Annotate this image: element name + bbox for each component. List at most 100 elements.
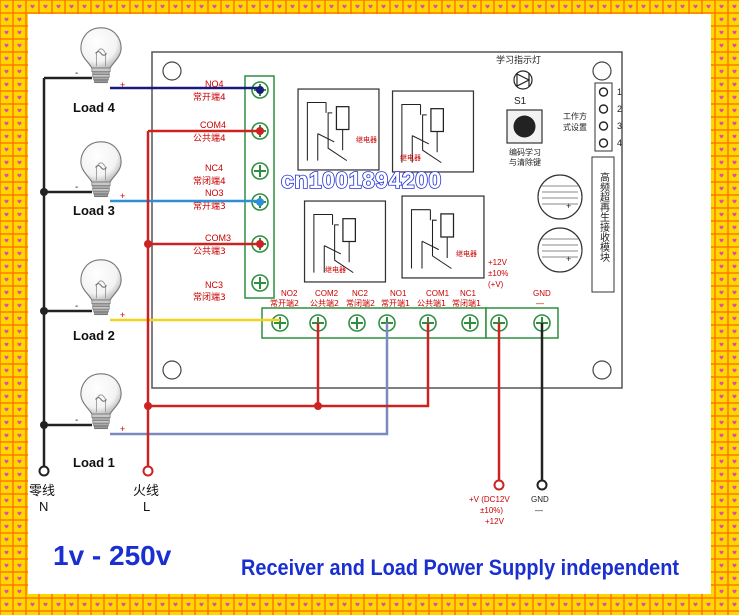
terminal-no2-code: NO2: [281, 289, 298, 298]
live-wire: [146, 129, 430, 466]
terminal-no4-name: 常开端4: [193, 91, 226, 103]
gnd-terminal-label: GND: [533, 289, 551, 298]
button-caption-1: 编码学习: [509, 147, 541, 157]
terminal-nc1-code: NC1: [460, 289, 477, 298]
terminal-nc1[interactable]: [461, 314, 479, 332]
bottom-terminal-labels: NO2 常开端2 COM2 公共端2 NC2 常闭端2 NO1 常开端1 COM…: [270, 258, 551, 308]
terminal-com4-code: COM4: [200, 120, 226, 130]
led-label: 学习指示灯: [496, 54, 541, 66]
bottom-terminal-block-relays: [261, 307, 487, 339]
mount-hole-tr: [592, 61, 612, 81]
power-terminal-line2: ±10%: [488, 269, 508, 278]
mount-hole-br: [592, 360, 612, 380]
supply-gnd-minus: —: [535, 506, 543, 515]
terminal-nc2-name: 常闭端2: [346, 298, 375, 308]
terminal-no4-code: NO4: [205, 79, 224, 89]
load2-minus: -: [75, 301, 78, 312]
relay-4: [297, 88, 380, 171]
load3-plus: +: [120, 191, 125, 201]
left-terminal-labels: NO4 常开端4 COM4 公共端4 NC4 常闭端4 NO3 常开端3 COM…: [193, 79, 231, 303]
neutral-junctions: [40, 188, 48, 429]
learn-button-icon[interactable]: [506, 109, 543, 144]
load1-minus: -: [75, 415, 78, 426]
svg-text:+: +: [566, 201, 571, 211]
terminal-nc2-code: NC2: [352, 289, 369, 298]
relay-3-label: 继电器: [400, 153, 421, 162]
terminal-nc3-name: 常闭端3: [193, 291, 226, 303]
supply-v-line3: +12V: [485, 517, 505, 526]
relay-1: [401, 195, 485, 279]
terminal-com3-name: 公共端3: [193, 245, 226, 257]
terminal-nc4-code: NC4: [205, 163, 223, 173]
terminal-com4-name: 公共端4: [193, 132, 226, 144]
button-caption-2: 与清除键: [509, 157, 541, 167]
load-2-label: Load 2: [73, 328, 115, 343]
terminal-com1-code: COM1: [426, 289, 450, 298]
load4-plus: +: [120, 80, 125, 90]
supply-plus-terminal[interactable]: [493, 479, 505, 491]
mount-hole-bl: [162, 360, 182, 380]
load1-plus: +: [120, 424, 125, 434]
relay-1-label: 继电器: [456, 249, 477, 258]
mount-hole-tl: [162, 61, 182, 81]
relay-4-label: 继电器: [356, 135, 377, 144]
supply-v-line1: +V (DC12V: [469, 495, 510, 504]
mode-pin-2: 2: [617, 104, 622, 114]
footer-note: Receiver and Load Power Supply independe…: [241, 555, 680, 580]
footer-panel: [28, 534, 711, 594]
terminal-no1-name: 常开端1: [381, 298, 410, 308]
terminal-nc2[interactable]: [348, 314, 366, 332]
live-terminal[interactable]: [142, 465, 154, 477]
wire-load1: [110, 323, 389, 436]
rf-module: [591, 156, 615, 293]
left-terminal-block: [244, 75, 275, 299]
live-cn-label: 火线: [133, 484, 159, 499]
terminal-no2-name: 常开端2: [270, 298, 299, 308]
voltage-range: 1v - 250v: [53, 540, 172, 571]
neutral-cn-label: 零线: [29, 484, 55, 499]
terminal-nc3-code: NC3: [205, 280, 223, 290]
rf-module-label: 高频超再生接收模块: [598, 171, 610, 263]
power-terminal-line1: +12V: [488, 258, 508, 267]
live-junctions: [144, 240, 322, 410]
neutral-wire: [42, 76, 92, 466]
load3-minus: -: [75, 182, 78, 193]
capacitor-top: +: [537, 174, 583, 220]
terminal-com2-code: COM2: [315, 289, 339, 298]
mode-pins: [598, 87, 609, 148]
live-letter: L: [143, 499, 150, 514]
svg-text:+: +: [566, 254, 571, 264]
terminal-com1-name: 公共端1: [417, 298, 446, 308]
terminal-no3-code: NO3: [205, 188, 224, 198]
led-icon: [513, 70, 533, 90]
neutral-terminal[interactable]: [38, 465, 50, 477]
load4-minus: -: [75, 68, 78, 79]
mode-label-2: 式设置: [563, 122, 587, 132]
capacitor-bottom: +: [537, 227, 583, 273]
mode-pin-header[interactable]: [594, 82, 613, 152]
power-terminal-line3: (+V): [488, 280, 504, 289]
button-id: S1: [514, 96, 527, 107]
terminal-com2-name: 公共端2: [310, 298, 339, 308]
mode-pin-3: 3: [617, 121, 622, 131]
mode-pin-1: 1: [617, 87, 622, 97]
supply-v-line2: ±10%): [480, 506, 503, 515]
neutral-letter: N: [39, 499, 48, 514]
watermark: cn1001894200: [281, 167, 442, 193]
terminal-nc1-name: 常闭端1: [452, 298, 481, 308]
supply-gnd-terminal[interactable]: [536, 479, 548, 491]
terminal-nc4[interactable]: [251, 162, 269, 180]
terminal-nc4-name: 常闭端4: [193, 175, 226, 187]
load-1-label: Load 1: [73, 455, 115, 470]
mode-pin-4: 4: [617, 138, 622, 148]
terminal-com3-code: COM3: [205, 233, 231, 243]
wire-terminal-dots: [256, 86, 264, 248]
terminal-nc3[interactable]: [251, 274, 269, 292]
terminal-no3-name: 常开端3: [193, 200, 226, 212]
bulb-polarity-marks: - + - + - + - +: [75, 68, 125, 434]
load2-plus: +: [120, 310, 125, 320]
terminal-no2[interactable]: [271, 314, 289, 332]
relay-2-label: 继电器: [325, 265, 346, 274]
load-3-label: Load 3: [73, 203, 115, 218]
